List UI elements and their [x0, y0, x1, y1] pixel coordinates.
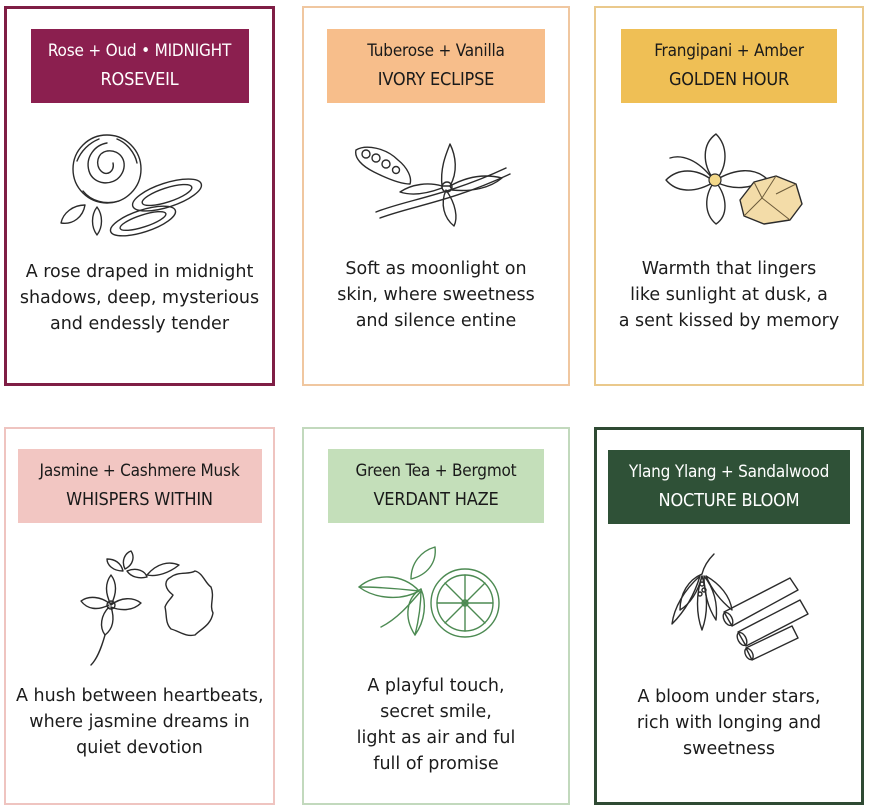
card-description: Warmth that lingers like sunlight at dus…: [618, 259, 840, 331]
card-subtitle: ROSEVEIL: [100, 69, 179, 90]
card-nocture-bloom: Ylang Ylang + Sandalwood NOCTURE BLOOM: [594, 427, 864, 805]
tuberose-and-vanilla-icon: [346, 128, 526, 228]
card-title: Frangipani + Amber: [654, 41, 804, 61]
card-subtitle: IVORY ECLIPSE: [377, 69, 495, 90]
card-description: A rose draped in midnight shadows, deep,…: [19, 262, 260, 334]
card-description: A bloom under stars, rich with longing a…: [636, 687, 822, 759]
card-golden-hour: Frangipani + Amber GOLDEN HOUR Warmth th…: [594, 6, 864, 386]
card-title: Green Tea + Bergmot: [355, 461, 517, 481]
card-title: Rose + Oud • MIDNIGHT: [47, 41, 232, 61]
card-subtitle: GOLDEN HOUR: [668, 69, 790, 90]
card-description: A playful touch, secret smile, light as …: [356, 676, 516, 774]
card-verdant-haze: Green Tea + Bergmot VERDANT HAZE A playf…: [302, 427, 570, 805]
card-label: Rose + Oud • MIDNIGHT ROSEVEIL: [30, 29, 249, 103]
ylang-ylang-and-sandalwood-icon: [644, 550, 814, 662]
frangipani-and-amber-icon: [644, 128, 814, 228]
card-description: Soft as moonlight on skin, where sweetne…: [337, 259, 535, 331]
card-ivory-eclipse: Tuberose + Vanilla IVORY ECLIPSE Soft as…: [302, 6, 570, 386]
card-subtitle: WHISPERS WITHIN: [66, 489, 213, 510]
card-subtitle: NOCTURE BLOOM: [658, 490, 800, 511]
card-subtitle: VERDANT HAZE: [373, 489, 499, 510]
card-label: Tuberose + Vanilla IVORY ECLIPSE: [327, 29, 545, 103]
green-tea-and-bergamot-icon: [351, 545, 521, 649]
card-midnight-roseveil: Rose + Oud • MIDNIGHT ROSEVEIL A rose dr…: [4, 6, 275, 386]
rose-and-oud-icon: [55, 121, 225, 239]
card-description: A hush between heartbeats, where jasmine…: [16, 686, 264, 758]
card-whispers-within: Jasmine + Cashmere Musk WHISPERS WITHIN …: [4, 427, 275, 805]
card-title: Ylang Ylang + Sandalwood: [628, 462, 830, 482]
jasmine-and-musk-icon: [55, 545, 225, 669]
card-label: Green Tea + Bergmot VERDANT HAZE: [328, 449, 544, 523]
card-title: Jasmine + Cashmere Musk: [39, 461, 240, 481]
card-label: Frangipani + Amber GOLDEN HOUR: [621, 29, 837, 103]
card-title: Tuberose + Vanilla: [367, 41, 505, 61]
card-label: Jasmine + Cashmere Musk WHISPERS WITHIN: [17, 449, 262, 523]
card-label: Ylang Ylang + Sandalwood NOCTURE BLOOM: [608, 450, 850, 524]
